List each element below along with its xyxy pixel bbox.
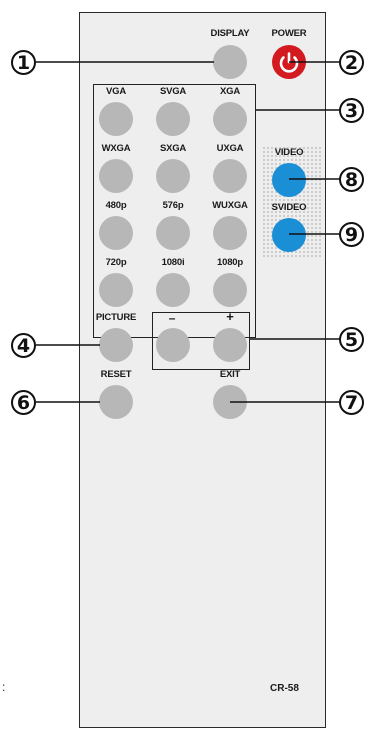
picture-label: PICTURE [95,312,137,323]
callout-3: 3 [339,98,364,123]
resolution-button-svga[interactable] [156,102,190,136]
minus-label: – [168,311,176,325]
plus-label: + [226,309,234,324]
callout-5: 5 [339,327,364,352]
callout-6: 6 [11,390,36,415]
resolution-button-1080i[interactable] [156,273,190,307]
video-button[interactable] [272,163,306,197]
callout-2: 2 [339,50,364,75]
resolution-button-wuxga[interactable] [213,216,247,250]
display-button[interactable] [213,45,247,79]
resolution-label: 480p [105,200,127,211]
resolution-button-576p[interactable] [156,216,190,250]
picture-button[interactable] [99,328,133,362]
reset-label: RESET [100,369,132,380]
svideo-button[interactable] [272,218,306,252]
resolution-label: SVGA [159,86,187,97]
resolution-button-vga[interactable] [99,102,133,136]
minus-button[interactable] [156,328,190,362]
resolution-button-sxga[interactable] [156,159,190,193]
callout-4: 4 [11,333,36,358]
reset-button[interactable] [99,385,133,419]
display-label: DISPLAY [210,28,250,39]
resolution-label: WXGA [101,143,131,154]
video-label: VIDEO [274,147,304,158]
resolution-label: 576p [162,200,184,211]
page-mark: : [2,680,6,694]
power-label: POWER [271,28,307,39]
adjust-group [152,312,250,370]
resolution-label: VGA [106,86,126,97]
callout-8: 8 [339,167,364,192]
resolution-label: WUXGA [212,200,248,211]
resolution-button-1080p[interactable] [213,273,247,307]
resolution-button-uxga[interactable] [213,159,247,193]
callout-1: 1 [11,50,36,75]
resolution-button-wxga[interactable] [99,159,133,193]
resolution-button-480p[interactable] [99,216,133,250]
resolution-label: SXGA [159,143,187,154]
resolution-label: XGA [220,86,240,97]
callout-7: 7 [339,390,364,415]
model-number: CR-58 [270,683,299,694]
resolution-label: 720p [105,257,127,268]
callout-9: 9 [339,222,364,247]
resolution-button-720p[interactable] [99,273,133,307]
resolution-button-xga[interactable] [213,102,247,136]
resolution-label: UXGA [216,143,244,154]
exit-label: EXIT [219,369,241,380]
resolution-label: 1080p [217,257,243,268]
svideo-label: SVIDEO [271,202,307,213]
plus-button[interactable] [213,328,247,362]
resolution-label: 1080i [161,257,185,268]
